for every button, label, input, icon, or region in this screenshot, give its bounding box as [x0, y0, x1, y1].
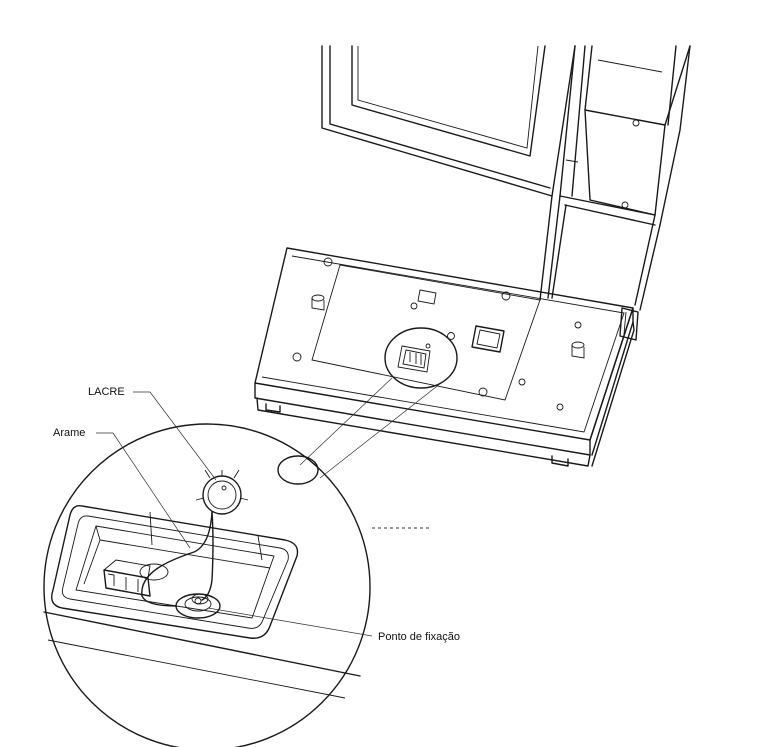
label-wire: Arame — [53, 427, 85, 439]
detail-magnifier — [43, 423, 371, 747]
base-platform — [254, 247, 635, 467]
column-tower — [539, 45, 691, 341]
label-wire-group: Arame — [53, 427, 191, 549]
label-fixing-point: Ponto de fixação — [378, 631, 460, 643]
label-seal-group: LACRE — [88, 386, 217, 481]
label-seal: LACRE — [88, 386, 125, 398]
display-panel — [321, 45, 576, 197]
callout-leaders — [277, 375, 451, 529]
label-fixing-point-group: Ponto de fixação — [207, 607, 460, 643]
